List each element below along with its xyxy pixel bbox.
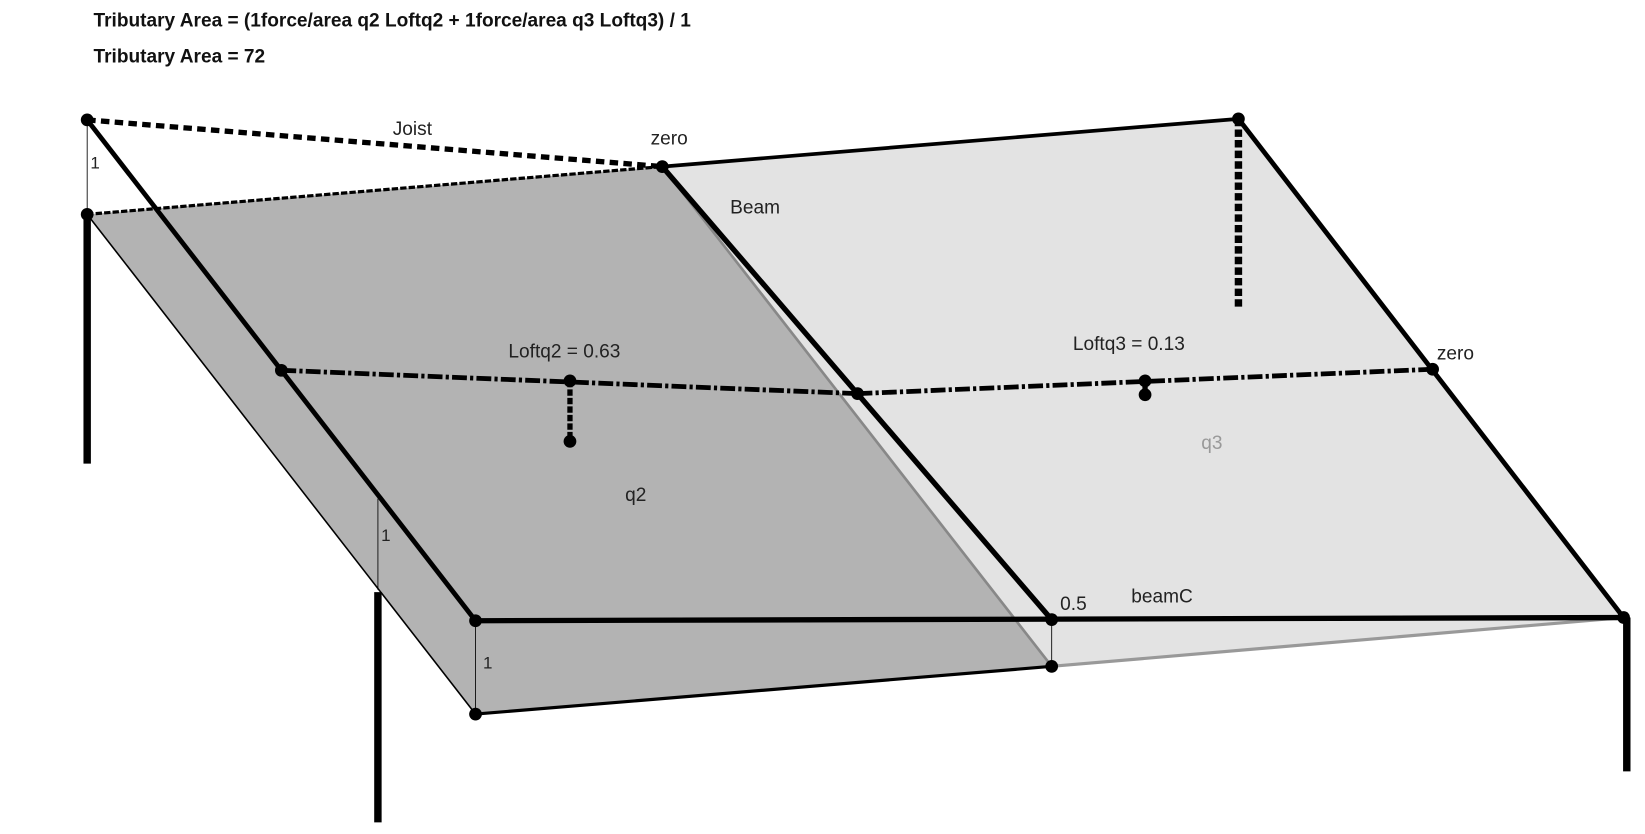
q3-front-edge <box>1051 615 1624 668</box>
node[interactable] <box>80 113 94 127</box>
node[interactable] <box>1138 374 1152 388</box>
loftq3-label: Loftq3 = 0.13 <box>1073 334 1185 355</box>
zero-top-label: zero <box>651 128 688 149</box>
q2-front-edge <box>475 664 1052 716</box>
joist-label: Joist <box>393 119 433 140</box>
q3-label: q3 <box>1201 433 1222 454</box>
top-back-edge <box>87 165 663 216</box>
q2-right-edge <box>661 165 1053 668</box>
node[interactable] <box>1045 613 1059 627</box>
q2-left-edge <box>86 213 477 715</box>
node[interactable] <box>563 435 577 448</box>
node[interactable] <box>1138 388 1152 402</box>
node[interactable] <box>469 707 482 721</box>
beam-label: Beam <box>730 197 780 218</box>
dim-label-front: 1 <box>483 653 492 672</box>
zero-right-label: zero <box>1437 344 1474 365</box>
dim-label-mid: 1 <box>381 526 390 545</box>
node[interactable] <box>851 387 864 401</box>
loftq2-label: Loftq2 = 0.63 <box>508 342 620 363</box>
result-text: Tributary Area = 72 <box>94 47 266 68</box>
q2-label: q2 <box>625 485 646 506</box>
node[interactable] <box>1045 659 1059 673</box>
joist-dashed <box>86 117 663 170</box>
beamC-label: beamC <box>1131 587 1193 608</box>
node[interactable] <box>1426 362 1439 376</box>
node[interactable] <box>563 374 577 388</box>
half-label: 0.5 <box>1060 594 1087 615</box>
dim-label-left: 1 <box>90 154 99 173</box>
node[interactable] <box>1617 611 1630 624</box>
top-back-edge-right <box>662 116 1239 169</box>
nodes <box>80 112 1630 721</box>
node[interactable] <box>1232 112 1245 126</box>
node[interactable] <box>469 614 482 628</box>
formula-text: Tributary Area = (1force/area q2 Loftq2 … <box>94 11 692 32</box>
node[interactable] <box>80 207 94 221</box>
node[interactable] <box>274 363 288 377</box>
node[interactable] <box>655 160 669 173</box>
